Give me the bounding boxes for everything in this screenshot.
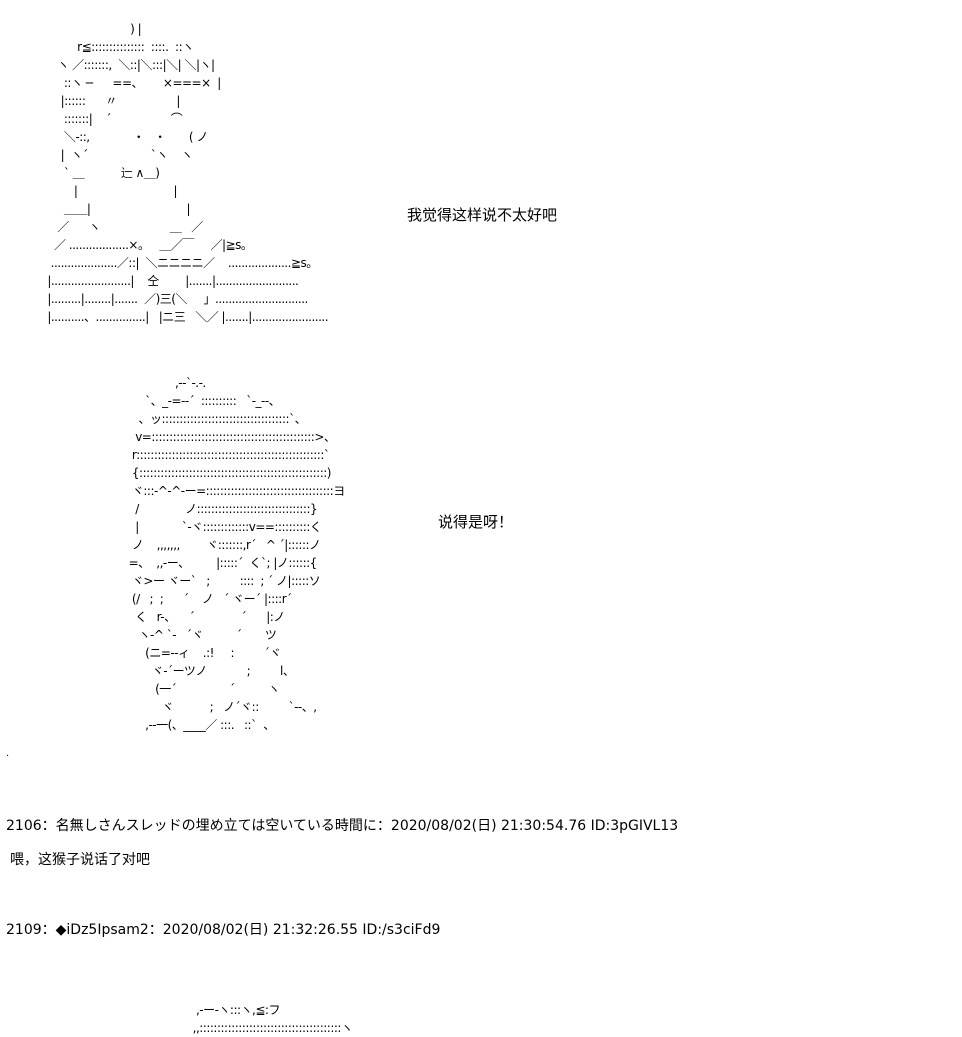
post-header-2109: 2109：◆iDz5Ipsam2：2020/08/02(日) 21:32:26.… (6, 922, 441, 938)
separator-dot: . (6, 748, 10, 759)
post-body-2106: 喂，这猴子说话了对吧 (10, 852, 150, 868)
ascii-art-monkey: ,--`-.-. `、_-=--´ :::::::::: `-_--、 、ッ::… (128, 376, 346, 732)
speech-line-girl: 我觉得这样说不太好吧 (407, 206, 558, 224)
ascii-art-fragment: ,-ー-ヽ:::ヽ,≦:フ ,,::::::::::::::::::::::::… (192, 1003, 353, 1035)
post-header-2106: 2106：名無しさんスレッドの埋め立ては空いている時間に：2020/08/02(… (6, 818, 679, 834)
speech-line-monkey: 说得是呀！ (438, 513, 514, 531)
ascii-art-girl: ) | r≦::::::::::::::: ::::. ::ヽ ヽ ／:::::… (47, 22, 329, 324)
